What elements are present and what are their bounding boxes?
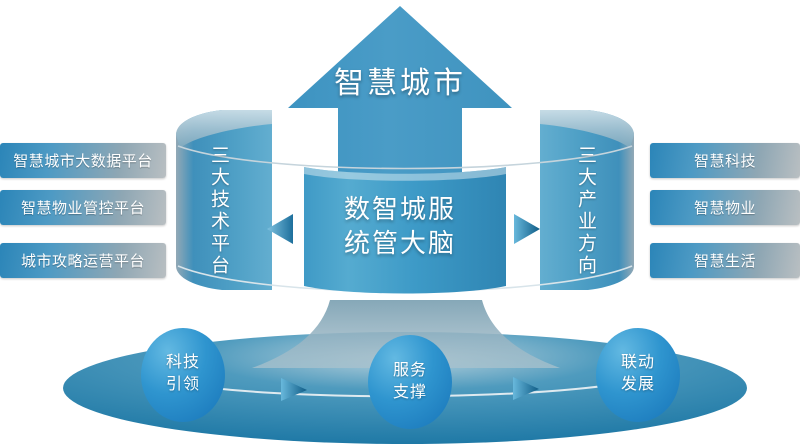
left-item-2[interactable]: 智慧物业管控平台 xyxy=(0,190,166,225)
base-node-label-3: 联动 发展 xyxy=(600,352,676,396)
base-node-1-line2: 引领 xyxy=(165,376,200,393)
base-node-1-line1: 科技 xyxy=(165,354,200,371)
base-node-3-line1: 联动 xyxy=(620,354,655,371)
core-label-line2: 统管大脑 xyxy=(343,228,456,258)
core-label: 数智城服 统管大脑 xyxy=(311,192,489,260)
pillar-label-right: 三大产业方向 xyxy=(575,145,596,277)
right-item-1[interactable]: 智慧科技 xyxy=(650,143,800,178)
left-item-2-label: 智慧物业管控平台 xyxy=(20,200,145,217)
drum-left-wing xyxy=(176,110,272,290)
right-item-3[interactable]: 智慧生活 xyxy=(650,243,800,278)
base-node-label-1: 科技 引领 xyxy=(145,352,221,396)
left-item-1-label: 智慧城市大数据平台 xyxy=(13,153,153,170)
right-item-2[interactable]: 智慧物业 xyxy=(650,190,800,225)
base-node-2-line1: 服务 xyxy=(392,362,427,379)
triangle-right-icon xyxy=(514,214,540,244)
core-label-line1: 数智城服 xyxy=(343,194,456,224)
page-title: 智慧城市 xyxy=(334,67,466,100)
core-band xyxy=(304,167,506,294)
left-item-3-label: 城市攻略运营平台 xyxy=(20,253,145,270)
base-node-label-2: 服务 支撑 xyxy=(372,360,448,404)
base-node-bubble-2[interactable] xyxy=(368,335,452,429)
flow-arrow-1 xyxy=(281,378,307,401)
base-node-bubble-3[interactable] xyxy=(596,328,680,422)
funnel-trunk xyxy=(252,300,560,368)
left-item-3[interactable]: 城市攻略运营平台 xyxy=(0,243,166,278)
flow-arrow-2 xyxy=(513,377,539,400)
arrow-up-icon xyxy=(288,6,512,196)
triangle-left-icon xyxy=(267,214,293,244)
base-node-3-line2: 发展 xyxy=(620,376,655,393)
pillar-label-left: 三大技术平台 xyxy=(208,145,229,277)
base-node-2-line2: 支撑 xyxy=(392,384,427,401)
base-node-bubble-1[interactable] xyxy=(141,328,225,422)
right-item-3-label: 智慧生活 xyxy=(693,253,756,270)
drum-right-wing xyxy=(540,110,634,290)
left-item-1[interactable]: 智慧城市大数据平台 xyxy=(0,143,166,178)
right-item-2-label: 智慧物业 xyxy=(693,200,756,217)
right-item-1-label: 智慧科技 xyxy=(693,153,756,170)
